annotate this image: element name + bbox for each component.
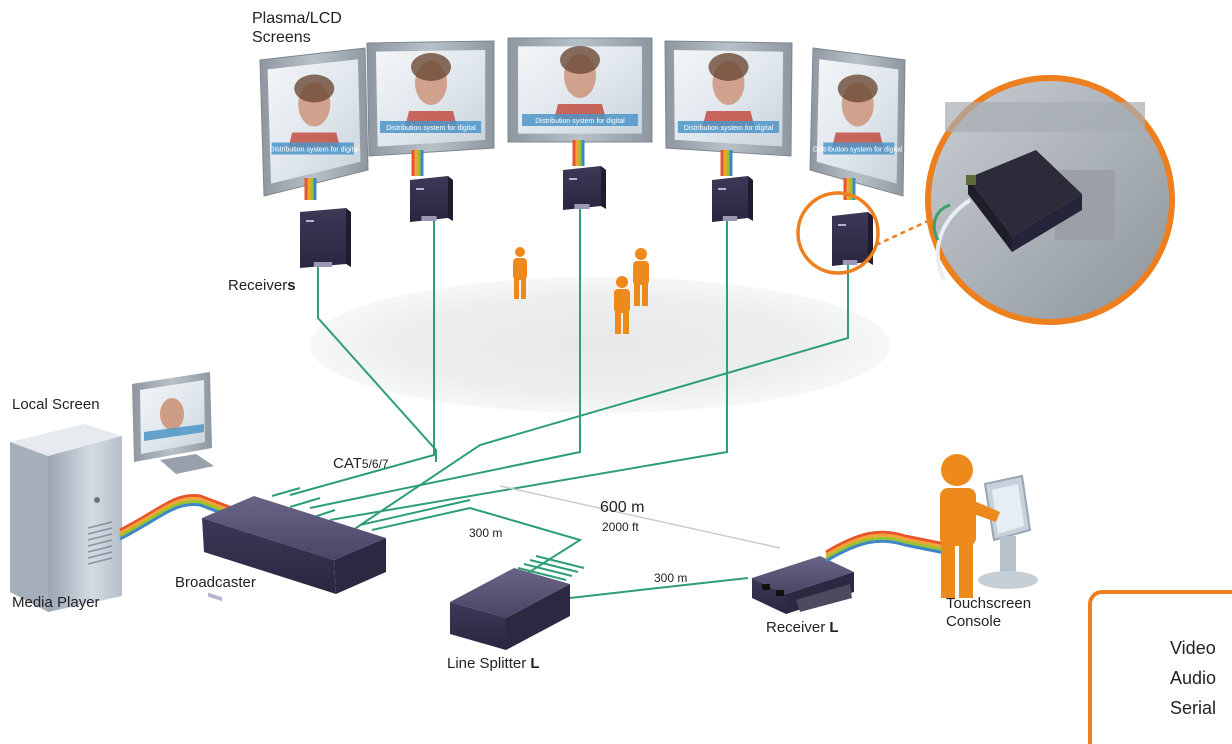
diagram-svg: Distribution system for digitalDistribut… bbox=[10, 37, 1175, 712]
distance-2000ft-label: 2000 ft bbox=[602, 520, 639, 534]
receiver-3 bbox=[563, 166, 606, 210]
signal-drop-4 bbox=[720, 150, 733, 176]
legend-video-label: Video bbox=[1170, 638, 1216, 658]
screen-caption: Distribution system for digital bbox=[270, 147, 360, 154]
floor-ellipse bbox=[310, 277, 890, 413]
receiver-l-device bbox=[752, 556, 854, 614]
av-cable-media-player bbox=[119, 493, 233, 541]
touchscreen-user-icon bbox=[940, 454, 1000, 598]
screen-caption: Distribution system for digital bbox=[813, 147, 903, 154]
local-screen-label: Local Screen bbox=[12, 396, 100, 413]
screen-3: Distribution system for digital bbox=[507, 37, 653, 143]
screen-caption: Distribution system for digital bbox=[535, 118, 625, 125]
cable-cat-1 bbox=[271, 487, 301, 497]
receiver-2 bbox=[410, 176, 453, 222]
person-1-icon bbox=[513, 247, 527, 299]
broadcaster-device bbox=[202, 496, 386, 602]
signal-drop-1 bbox=[304, 178, 317, 200]
receiver-4 bbox=[712, 176, 753, 222]
screen-caption: Distribution system for digital bbox=[386, 125, 476, 132]
zoom-source-ring bbox=[796, 191, 880, 275]
plasma-screens-label: Plasma/LCD Screens bbox=[252, 10, 342, 46]
cable-receiver-2 bbox=[289, 214, 435, 496]
receiver-l-label: Receiver L bbox=[766, 619, 839, 636]
media-player-label: Media Player bbox=[12, 594, 100, 611]
line-splitter-device bbox=[450, 568, 570, 650]
cable-splitter-to-receiver bbox=[569, 577, 749, 599]
media-player-pc bbox=[10, 424, 122, 612]
legend-item-serial: Serial bbox=[1092, 696, 1232, 720]
legend-audio-label: Audio bbox=[1170, 668, 1217, 688]
zoom-dashed-connector bbox=[875, 218, 931, 247]
screen-caption: Distribution system for digital bbox=[684, 125, 774, 132]
signal-drops bbox=[304, 140, 856, 200]
segment-300m-b-label: 300 m bbox=[654, 571, 688, 585]
legend-item-rainbow bbox=[1092, 608, 1232, 632]
legend-item-video: Video bbox=[1092, 636, 1232, 660]
signal-drop-3 bbox=[572, 140, 585, 166]
receivers-label: Receivers bbox=[228, 277, 296, 294]
zoom-inset bbox=[796, 75, 1175, 325]
receiver-5 bbox=[832, 212, 873, 266]
screen-5: Distribution system for digital bbox=[809, 47, 906, 197]
screen-1: Distribution system for digital bbox=[259, 47, 369, 197]
person-2-icon bbox=[633, 248, 649, 306]
broadcaster-label: Broadcaster bbox=[175, 574, 256, 591]
signal-drop-2 bbox=[411, 150, 424, 176]
touchscreen-console-label: Touchscreen Console bbox=[946, 595, 1032, 630]
receiver-1 bbox=[300, 208, 351, 268]
screen-4: Distribution system for digital bbox=[664, 40, 793, 157]
cable-cat-5 bbox=[359, 499, 471, 526]
legend-serial-label: Serial bbox=[1170, 698, 1217, 718]
cat-label: CAT5/6/7 bbox=[333, 455, 389, 472]
av-cable-touchscreen bbox=[825, 530, 951, 563]
legend: Video Audio Serial bbox=[1088, 590, 1232, 744]
legend-item-audio: Audio bbox=[1092, 666, 1232, 690]
people bbox=[513, 247, 649, 334]
screen-2: Distribution system for digital bbox=[366, 40, 495, 157]
cable-receiver-5 bbox=[349, 262, 849, 533]
cable-cat-4 bbox=[371, 506, 583, 579]
touchscreen-console bbox=[978, 474, 1038, 589]
local-screen-group bbox=[132, 372, 214, 474]
line-splitter-label: Line Splitter L bbox=[447, 655, 540, 672]
receivers bbox=[300, 166, 873, 268]
distance-600m-label: 600 m bbox=[600, 499, 645, 516]
distance-line bbox=[499, 485, 781, 549]
cables bbox=[271, 202, 849, 599]
cable-cat-2 bbox=[289, 497, 321, 508]
person-3-icon bbox=[614, 276, 630, 334]
zoomed-receiver-device bbox=[968, 150, 1082, 236]
cable-receiver-3 bbox=[309, 202, 581, 509]
segment-300m-a-label: 300 m bbox=[469, 526, 503, 540]
cable-receiver-1 bbox=[317, 258, 437, 462]
screens: Distribution system for digitalDistribut… bbox=[259, 37, 906, 197]
cable-receiver-4 bbox=[329, 212, 728, 521]
